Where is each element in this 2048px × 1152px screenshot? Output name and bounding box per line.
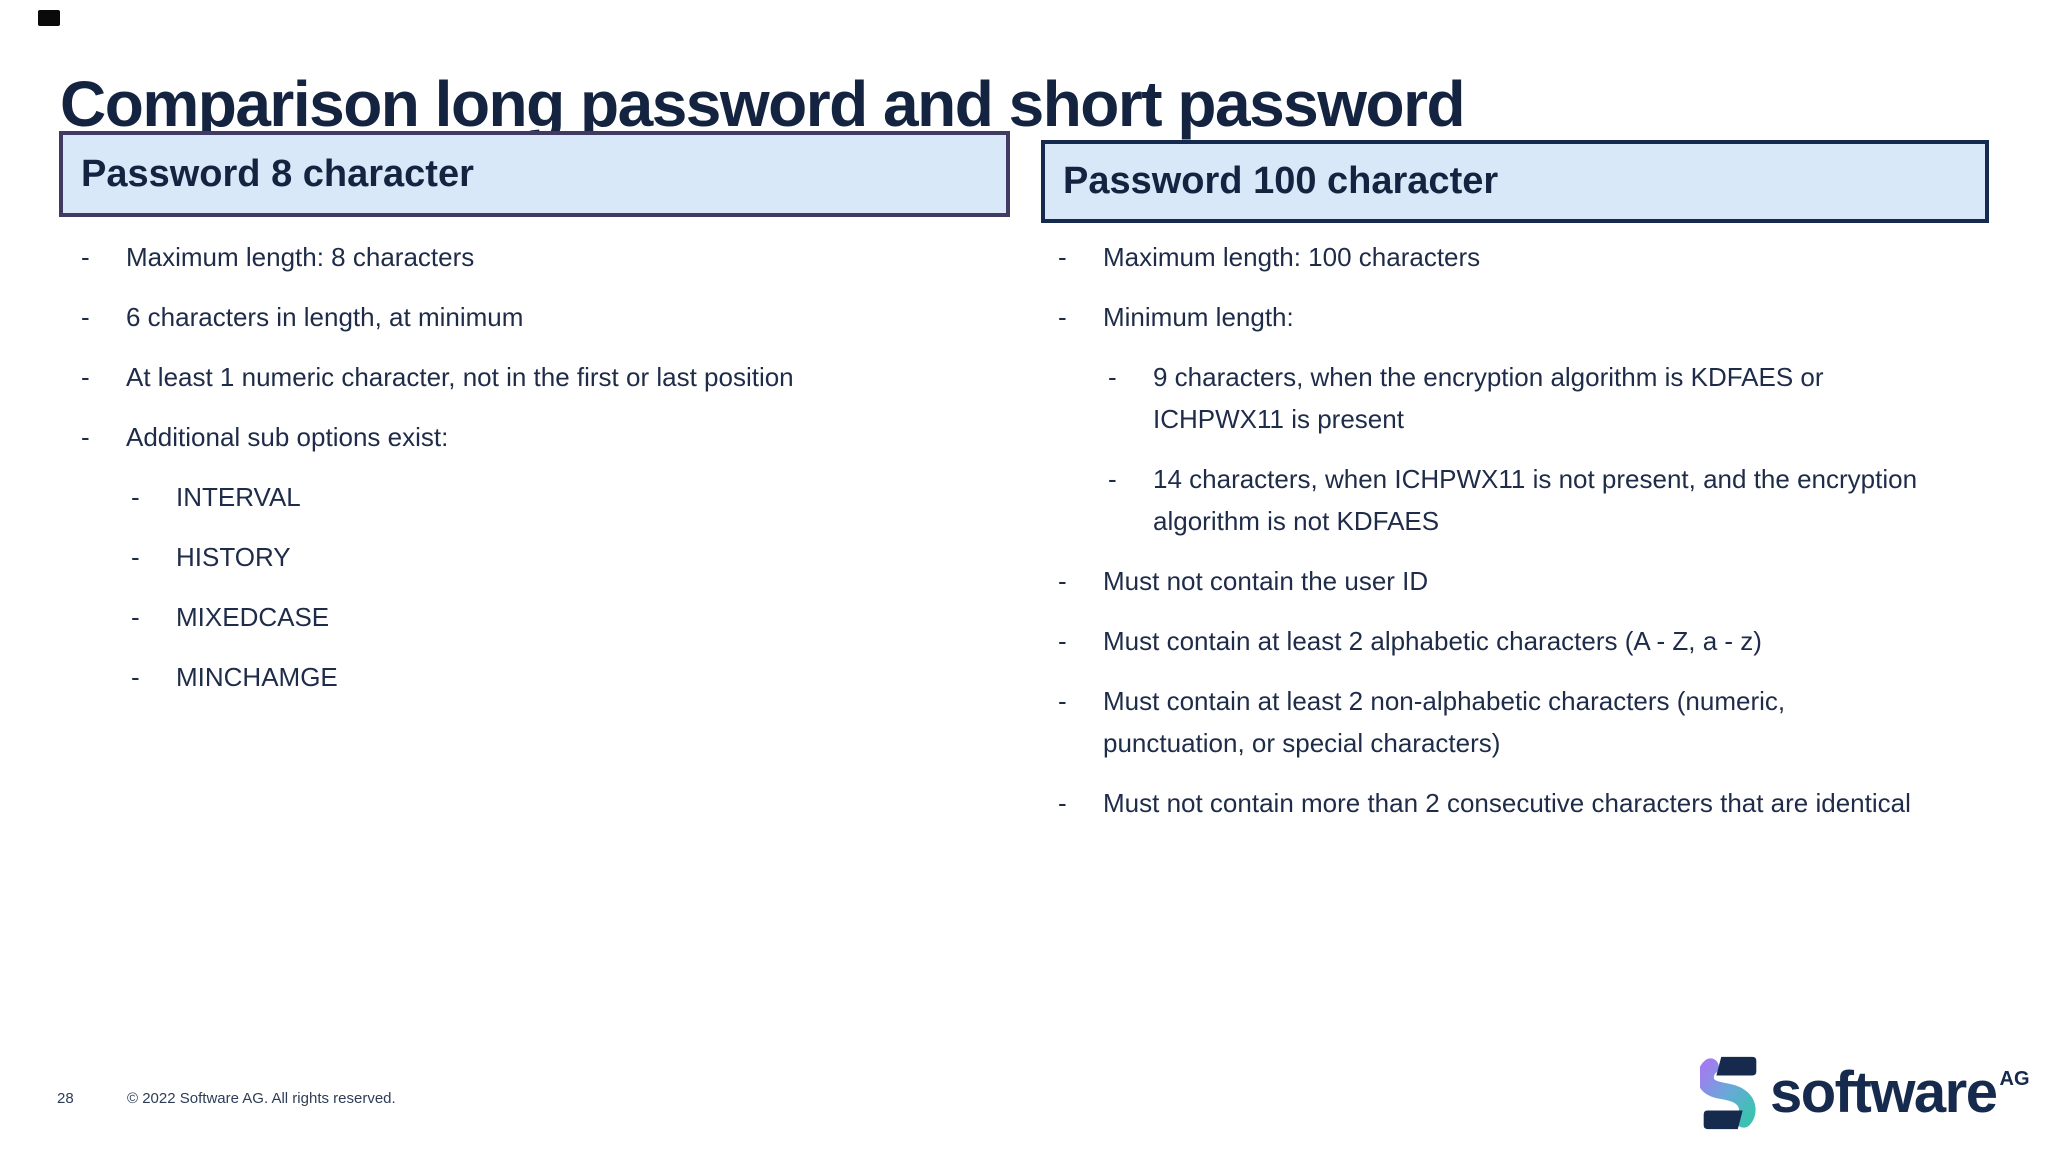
software-ag-logo: software AG xyxy=(1700,1054,2030,1132)
bullet-text: Must contain at least 2 non-alphabetic c… xyxy=(1103,686,1786,758)
software-ag-logo-suffix: AG xyxy=(1999,1067,2030,1090)
bullet-text: Maximum length: 8 characters xyxy=(126,242,475,272)
list-item: - MINCHAMGE xyxy=(131,656,1011,698)
bullet-text: 9 characters, when the encryption algori… xyxy=(1153,362,1824,434)
left-panel-header: Password 8 character xyxy=(59,131,1010,217)
list-item: - Minimum length: xyxy=(1058,296,1920,338)
list-item: - Additional sub options exist: xyxy=(81,416,1011,458)
bullet-text: 14 characters, when ICHPWX11 is not pres… xyxy=(1153,464,1918,536)
bullet-dash: - xyxy=(131,482,140,512)
bullet-dash: - xyxy=(1058,566,1067,596)
list-item: - HISTORY xyxy=(131,536,1011,578)
list-item: - INTERVAL xyxy=(131,476,1011,518)
software-ag-logo-icon xyxy=(1700,1056,1757,1130)
right-bullet-list: - Maximum length: 100 characters - Minimum … xyxy=(1058,236,1920,842)
bullet-text: Must not contain the user ID xyxy=(1103,566,1429,596)
list-item: - MIXEDCASE xyxy=(131,596,1011,638)
bullet-dash: - xyxy=(131,602,140,632)
bullet-text: Must contain at least 2 alphabetic chara… xyxy=(1103,626,1762,656)
bullet-text: MIXEDCASE xyxy=(176,602,330,632)
bullet-dash: - xyxy=(1108,362,1117,392)
list-item: - Must not contain more than 2 consecutiv… xyxy=(1058,782,1920,824)
bullet-text: INTERVAL xyxy=(176,482,301,512)
list-item: - Must contain at least 2 alphabetic char… xyxy=(1058,620,1920,662)
bullet-dash: - xyxy=(1058,686,1067,716)
software-ag-logo-brand: software xyxy=(1770,1060,1998,1125)
list-item: - Maximum length: 8 characters xyxy=(81,236,1011,278)
list-item: - 6 characters in length, at minimum xyxy=(81,296,1011,338)
right-panel-header: Password 100 character xyxy=(1041,140,1989,223)
list-item: - Must contain at least 2 non-alphabetic … xyxy=(1058,680,1920,764)
bullet-text: Additional sub options exist: xyxy=(126,422,449,452)
bullet-text: Must not contain more than 2 consecutive… xyxy=(1103,788,1911,818)
page-number: 28 xyxy=(57,1090,74,1107)
right-panel-header-label: Password 100 character xyxy=(1063,160,1499,202)
bullet-text: MINCHAMGE xyxy=(176,662,338,692)
bullet-dash: - xyxy=(1058,788,1067,818)
left-panel-header-label: Password 8 character xyxy=(81,152,474,195)
bullet-dash: - xyxy=(81,422,90,452)
list-item: - Maximum length: 100 characters xyxy=(1058,236,1920,278)
bullet-text: Maximum length: 100 characters xyxy=(1103,242,1481,272)
bullet-text: HISTORY xyxy=(176,542,291,572)
page-title: Comparison long password and short passw… xyxy=(60,67,1466,140)
corner-mark xyxy=(38,10,60,26)
bullet-dash: - xyxy=(131,662,140,692)
bullet-text: At least 1 numeric character, not in the… xyxy=(126,362,794,392)
copyright-text: © 2022 Software AG. All rights reserved. xyxy=(127,1090,396,1107)
bullet-text: 6 characters in length, at minimum xyxy=(126,302,524,332)
bullet-dash: - xyxy=(1058,242,1067,272)
left-bullet-list: - Maximum length: 8 characters - 6 characte… xyxy=(81,236,1011,716)
bullet-text: Minimum length: xyxy=(1103,302,1294,332)
bullet-dash: - xyxy=(1058,302,1067,332)
bullet-dash: - xyxy=(81,242,90,272)
list-item: - 9 characters, when the encryption algor… xyxy=(1108,356,1920,440)
list-item: - 14 characters, when ICHPWX11 is not pre… xyxy=(1108,458,1920,542)
bullet-dash: - xyxy=(81,362,90,392)
bullet-dash: - xyxy=(81,302,90,332)
bullet-dash: - xyxy=(131,542,140,572)
list-item: - Must not contain the user ID xyxy=(1058,560,1920,602)
bullet-dash: - xyxy=(1058,626,1067,656)
list-item: - At least 1 numeric character, not in th… xyxy=(81,356,1011,398)
bullet-dash: - xyxy=(1108,464,1117,494)
